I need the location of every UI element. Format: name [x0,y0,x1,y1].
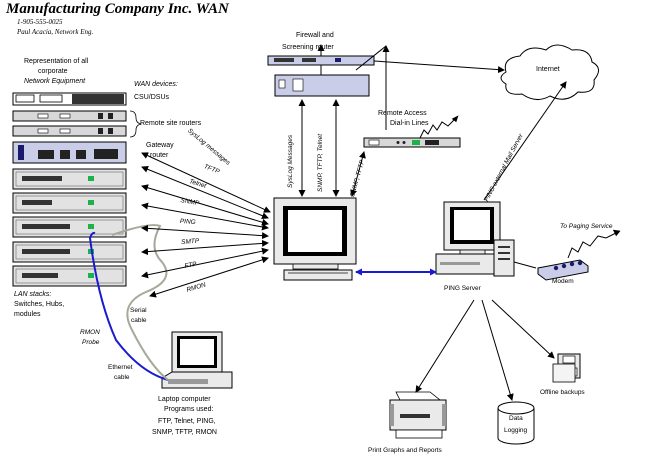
management-workstation [273,197,357,281]
equipment-label-2: corporate [38,68,68,75]
author: Paul Acacia, Network Eng. [17,28,94,36]
remote-access-label-1: Remote Access [378,110,427,117]
remote-router-2 [12,125,127,137]
ping-server [435,201,515,277]
gateway-label-2: router [150,152,169,159]
wan-devices-label: WAN devices: [134,81,178,88]
gateway-router [12,141,127,164]
serial-label-2: cable [131,317,147,324]
rmon-probe-label-2: Probe [82,339,100,346]
ethernet-label-2: cable [114,374,130,381]
csu-dsu-device [12,92,127,106]
firewall-label-2: Screening router [282,44,334,51]
internet-label: Internet [536,66,560,73]
lan-stacks-label-2: Switches, Hubs, [14,301,65,308]
data-logging-label-2: Logging [504,427,528,434]
remote-routers-label: Remote site routers [140,120,202,127]
remote-access-device [363,137,461,148]
laptop-label-4: SNMP, TFTP, RMON [152,429,217,436]
printer-icon [389,391,447,439]
equipment-label-3: Network Equipment [24,78,86,85]
lan-stack [12,168,127,287]
laptop-computer [161,331,233,389]
firewall-label-1: Firewall and [296,32,334,39]
phone-number: 1-905-555-0025 [17,18,63,26]
firewall-router [267,55,375,66]
dialin-lightning [419,117,457,139]
modem [537,259,589,281]
rmon-probe-label-1: RMON [80,329,100,336]
arrow-label-snmp-tftp-telnet: SNMP, TFTP, Telnet [317,133,324,192]
brace [129,110,142,138]
server-output-arrows [415,299,555,401]
remote-router-1 [12,110,127,122]
lan-stacks-label-3: modules [14,311,41,318]
lan-stacks-label-1: LAN stacks: [14,291,52,298]
laptop-label-1: Laptop computer [158,396,211,403]
paging-label: To Paging Service [560,223,613,230]
paging-lightning [567,231,619,259]
arrow-label-syslog-firewall: SysLog Messages [287,134,294,188]
equipment-label-1: Representation of all [24,58,89,65]
modem-link [513,261,537,269]
floppy-disk-icon [552,353,581,383]
data-logging-label-1: Data [509,415,523,422]
ethernet-label-1: Ethernet [108,364,133,371]
upper-arrows [298,44,567,201]
gateway-label-1: Gateway [146,142,174,149]
internet-cloud [500,44,599,100]
print-graphs-label: Print Graphs and Reports [368,447,442,454]
serial-label-1: Serial [130,307,147,314]
page-title: Manufacturing Company Inc. WAN [6,1,229,17]
left-fan-arrows [141,152,271,298]
laptop-label-3: FTP, Telnet, PING, [158,418,216,425]
ethernet-cable [88,231,169,381]
offline-backups-label: Offline backups [540,389,585,396]
database-cylinder-icon [497,401,535,445]
laptop-label-2: Programs used: [164,406,214,413]
arrow-label-smtp: SMTP [180,237,200,246]
firewall-chassis [274,74,370,97]
arrow-label-ping: PING [179,218,196,227]
modem-label: Modem [552,278,574,285]
remote-access-label-2: Dial-in Lines [390,120,429,127]
csu-dsu-label: CSU/DSUs [134,94,170,101]
ping-server-label: PING Server [444,285,481,292]
